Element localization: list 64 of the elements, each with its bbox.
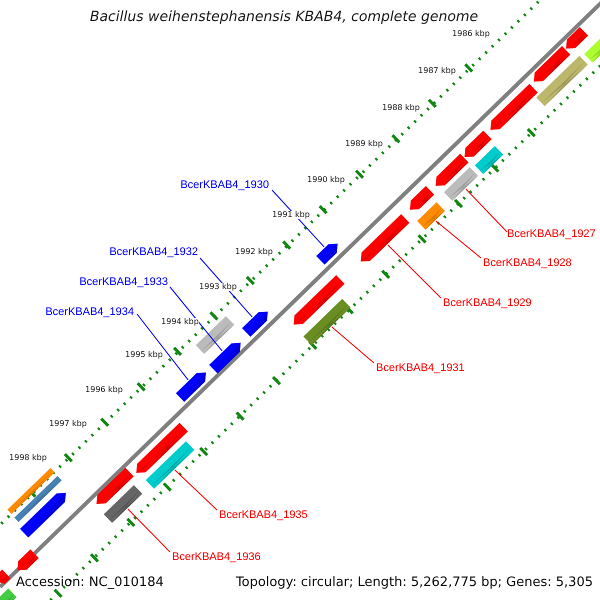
leader-line xyxy=(136,314,189,380)
gene-bar xyxy=(566,27,588,49)
gene-label: BcerKBAB4_1931 xyxy=(376,363,465,374)
gene-bar xyxy=(474,146,504,174)
gene-bar xyxy=(417,202,445,230)
gene-label: BcerKBAB4_1929 xyxy=(443,298,532,309)
genome-info-text: Topology: circular; Length: 5,262,775 bp; Genes: 5,305 xyxy=(236,576,593,589)
accession-text: Accession: NC_010184 xyxy=(16,576,164,589)
leader-line xyxy=(200,258,253,318)
scale-label: 1991 kbp xyxy=(272,211,310,219)
gene-label: BcerKBAB4_1935 xyxy=(219,510,308,521)
leader-line xyxy=(170,286,223,352)
gene-bar xyxy=(104,485,142,523)
gene-bar xyxy=(20,492,66,538)
leader-line xyxy=(465,188,508,232)
scale-label: 1997 kbp xyxy=(49,420,87,428)
scale-label: 1998 kbp xyxy=(9,454,47,462)
scale-label: 1993 kbp xyxy=(199,283,237,291)
gene-bar xyxy=(360,214,410,262)
leader-line xyxy=(174,470,218,510)
gene-bar xyxy=(536,56,588,106)
leader-line xyxy=(387,244,442,298)
gene-bar xyxy=(146,441,194,489)
gene-bar xyxy=(316,244,338,265)
gene-bar xyxy=(17,549,39,570)
gene-bar xyxy=(136,422,188,473)
gene-bar xyxy=(410,186,434,210)
gene-bar xyxy=(490,84,538,130)
gene-bar xyxy=(436,154,469,186)
gene-bar xyxy=(242,312,268,337)
gene-bar xyxy=(534,46,570,82)
scale-label: 1988 kbp xyxy=(382,104,420,112)
gene-label: BcerKBAB4_1927 xyxy=(507,229,596,240)
gene-label: BcerKBAB4_1934 xyxy=(45,307,134,318)
scale-label: 1992 kbp xyxy=(235,248,273,256)
gene-bar xyxy=(209,342,241,374)
gene-label: BcerKBAB4_1930 xyxy=(180,180,269,191)
gene-bar xyxy=(294,275,345,325)
scale-label: 1990 kbp xyxy=(307,176,345,184)
leader-line xyxy=(435,220,482,258)
gene-bar xyxy=(303,298,351,346)
gene-label: BcerKBAB4_1933 xyxy=(79,277,168,288)
scale-label: 1986 kbp xyxy=(452,30,490,38)
gene-bar xyxy=(464,130,492,158)
gene-bar xyxy=(176,372,206,402)
gene-label: BcerKBAB4_1932 xyxy=(109,247,198,258)
gene-bar xyxy=(584,37,600,63)
gene-label: BcerKBAB4_1936 xyxy=(172,552,261,563)
leader-line xyxy=(272,190,325,248)
scale-label: 1989 kbp xyxy=(345,140,383,148)
leader-line xyxy=(127,508,170,552)
title: Bacillus weihenstephanensis KBAB4, complete genome xyxy=(90,10,478,24)
gene-bar xyxy=(7,468,55,514)
scale-label: 1994 kbp xyxy=(161,318,199,326)
scale-label: 1995 kbp xyxy=(125,351,163,359)
gene-bar xyxy=(0,588,17,600)
leader-line xyxy=(331,326,374,364)
gene-bar xyxy=(96,468,134,504)
gene-bar xyxy=(0,570,10,584)
scale-label: 1987 kbp xyxy=(418,67,456,75)
gene-bar xyxy=(14,476,62,522)
gene-label: BcerKBAB4_1928 xyxy=(483,258,572,269)
gene-bar xyxy=(444,167,478,201)
scale-label: 1996 kbp xyxy=(85,386,123,394)
